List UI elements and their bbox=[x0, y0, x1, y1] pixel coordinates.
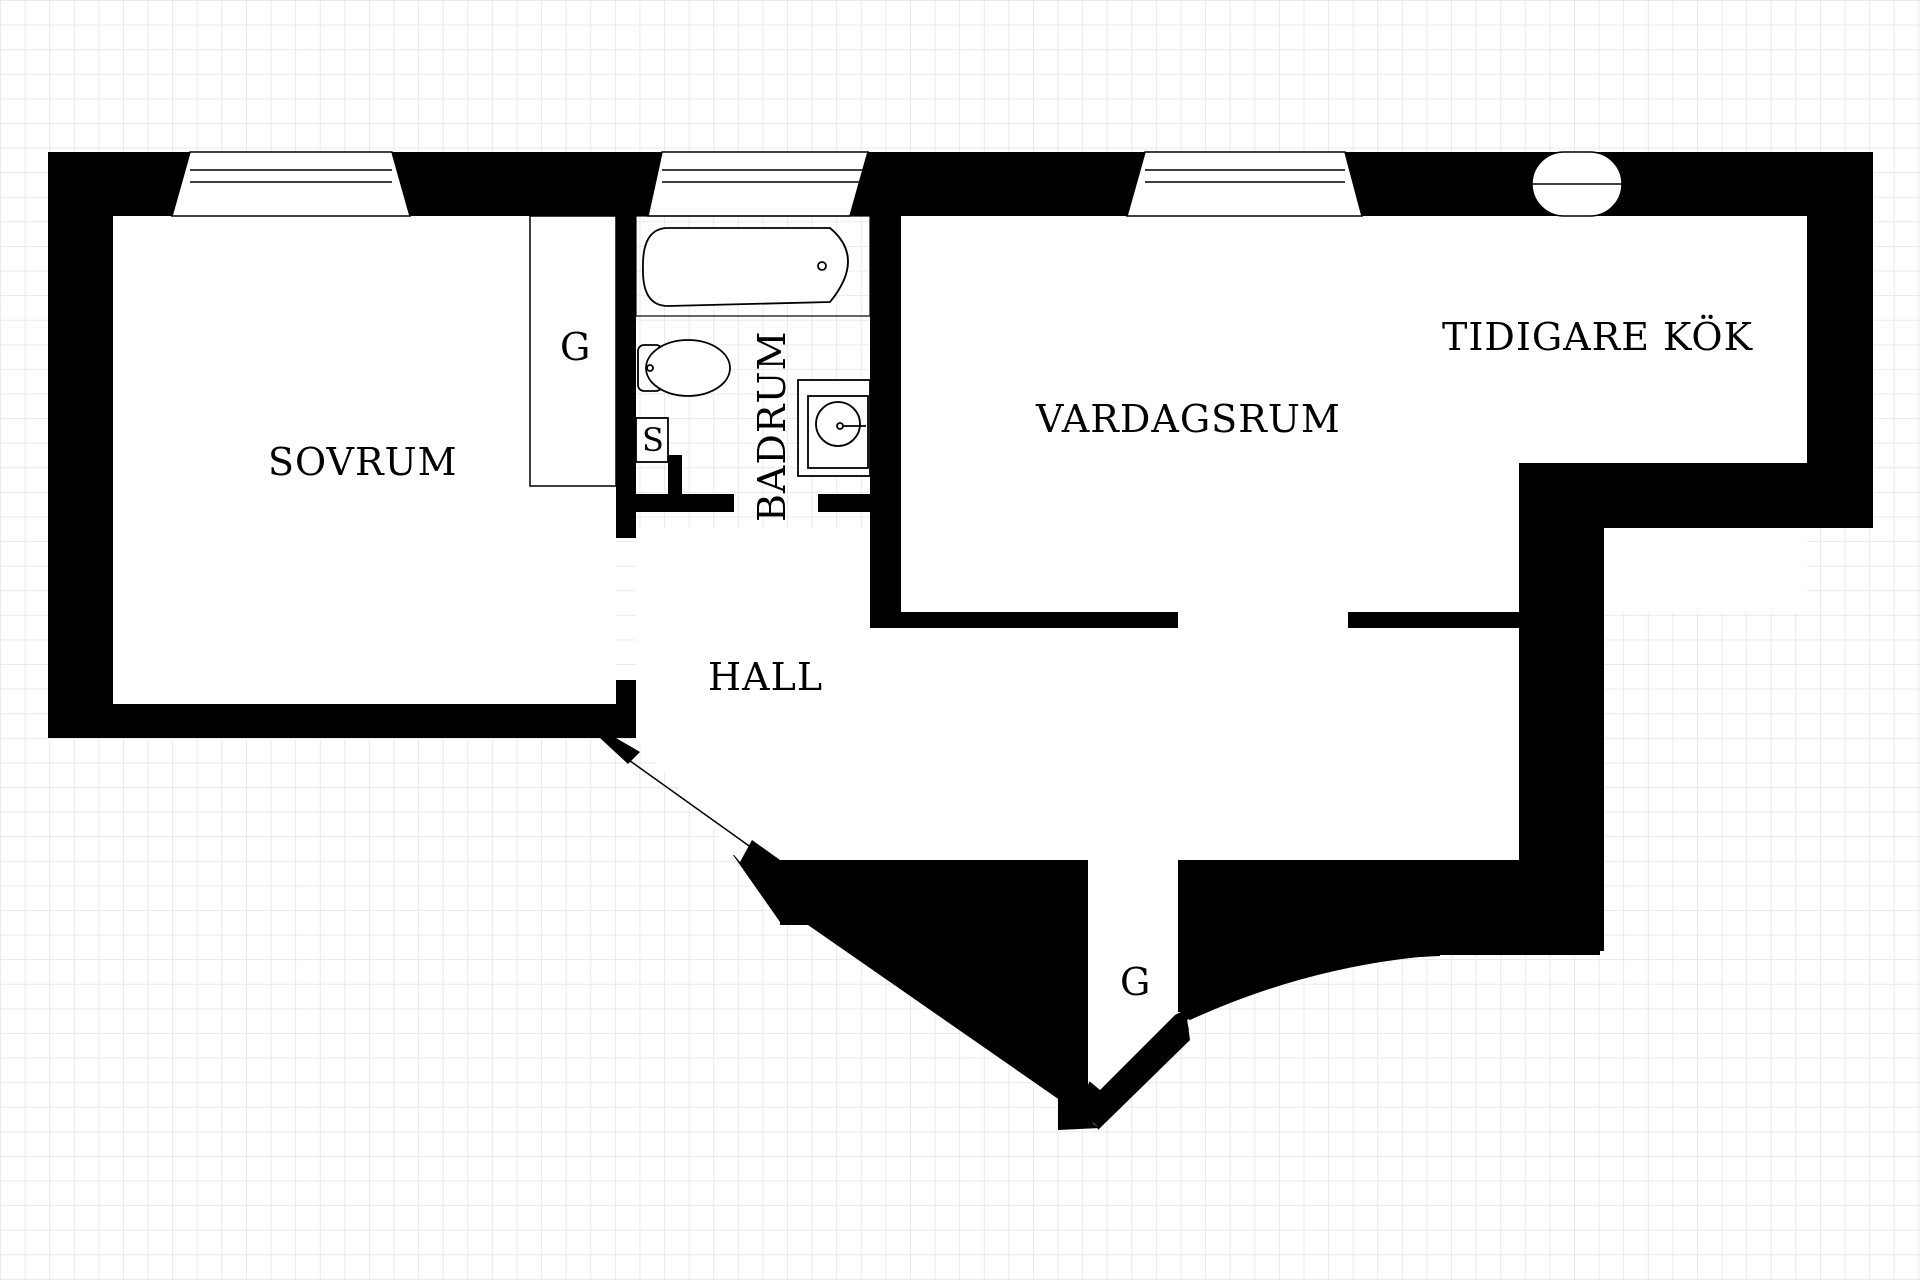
washbasin-icon bbox=[797, 379, 871, 477]
hall-south-band-clean bbox=[740, 840, 1100, 1130]
bathroom-cabinet-label: S bbox=[642, 421, 665, 459]
window-living bbox=[1126, 151, 1363, 217]
bathtub-icon bbox=[642, 227, 849, 307]
bathroom-fixtures bbox=[635, 215, 871, 477]
cabinet-s-wall bbox=[668, 455, 682, 507]
chimney-icon bbox=[1531, 151, 1623, 217]
window-bathroom bbox=[647, 151, 869, 217]
curved-wall-clean bbox=[1098, 1012, 1189, 1128]
bath-lower-east bbox=[870, 494, 901, 628]
window-bedroom bbox=[171, 151, 411, 217]
toilet-icon bbox=[637, 339, 731, 397]
hall-wardrobe-east-wall bbox=[1178, 860, 1186, 1012]
hall-floor bbox=[636, 528, 1519, 925]
hall-wardrobe-floor bbox=[1088, 925, 1178, 1090]
windows bbox=[171, 151, 1363, 217]
bath-west-wall bbox=[616, 216, 636, 538]
hall-label: HALL bbox=[708, 655, 823, 699]
bedroom-south-wall-clean bbox=[48, 704, 616, 738]
bedroom-wardrobe-label: G bbox=[560, 325, 591, 369]
former-kitchen-label: TIDIGARE KÖK bbox=[1442, 315, 1753, 359]
bedroom-wardrobe bbox=[529, 215, 617, 487]
bathroom-cabinet bbox=[635, 417, 669, 463]
south-east-block-clean bbox=[1178, 860, 1604, 1012]
entry-door-icon bbox=[625, 757, 753, 849]
interior-floors bbox=[113, 216, 1807, 1090]
diagonal-wall-north bbox=[600, 738, 640, 764]
bathroom-label: BADRUM bbox=[750, 331, 794, 522]
kitchen-floor bbox=[1519, 216, 1807, 463]
living-room-label: VARDAGSRUM bbox=[1035, 397, 1341, 441]
bath-tile-line bbox=[635, 215, 871, 317]
hall-wardrobe-label: G bbox=[1120, 960, 1151, 1004]
wardrobe-foot-clean bbox=[1058, 1085, 1100, 1128]
west-wall-clean bbox=[48, 152, 113, 738]
bedroom-door-jamb bbox=[616, 680, 636, 738]
living-south-wall-west bbox=[870, 612, 1178, 628]
bath-east-wall bbox=[870, 216, 901, 512]
bathtub-drain bbox=[817, 261, 827, 271]
living-south-wall-east bbox=[1348, 612, 1519, 628]
hall-wardrobe-pillar bbox=[1058, 925, 1088, 1090]
bedroom-label: SOVRUM bbox=[268, 440, 458, 484]
